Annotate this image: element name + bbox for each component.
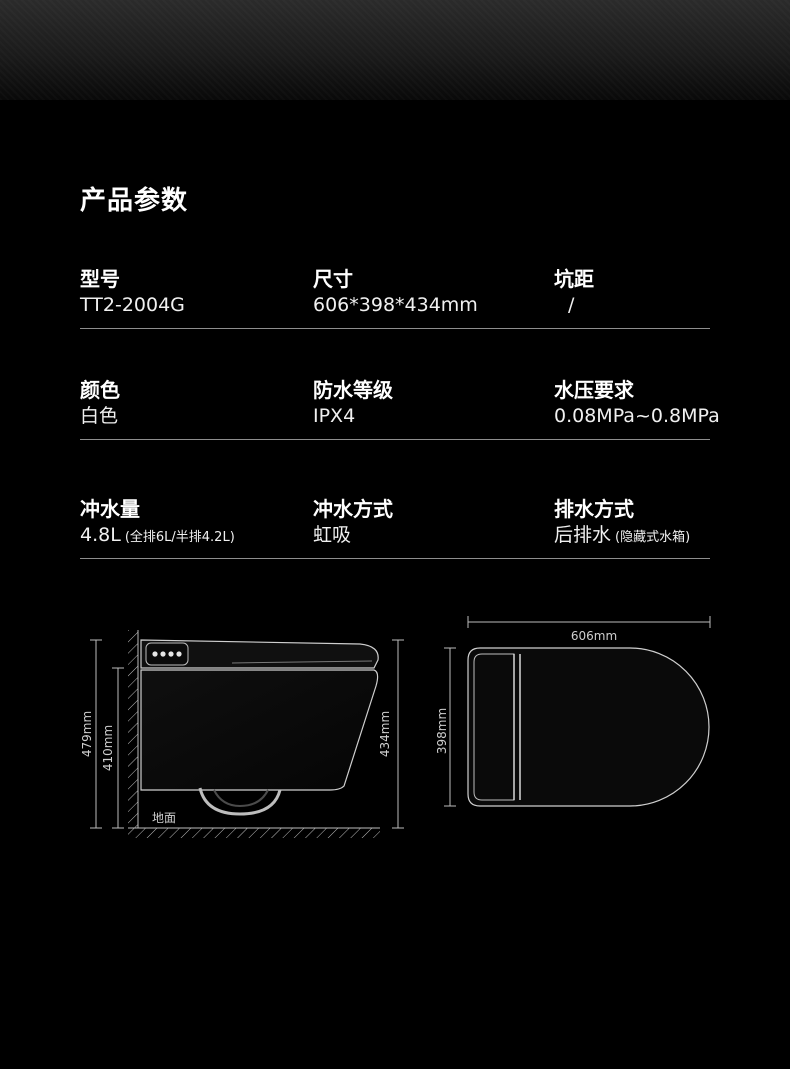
spec-row-3: 冲水量 4.8L(全排6L/半排4.2L) 冲水方式 虹吸 排水方式 后排水(隐… <box>80 496 710 559</box>
bowl-body <box>140 669 379 791</box>
spec-value: 白色 <box>80 405 119 427</box>
indicator-dot-icon <box>160 651 166 657</box>
spec-label: 坑距 <box>554 267 594 291</box>
floor-hatch <box>128 828 380 838</box>
spec-color: 颜色 白色 <box>80 377 310 432</box>
spec-label: 水压要求 <box>554 378 634 402</box>
dim-label-606: 606mm <box>571 629 617 643</box>
tank-lid <box>473 653 515 801</box>
indicator-dot-icon <box>168 651 174 657</box>
side-view: 地面 479mm 410mm 434mm <box>80 630 404 838</box>
toilet-outline <box>467 647 710 807</box>
dim-label-410: 410mm <box>101 725 115 771</box>
indicator-dot-icon <box>176 651 182 657</box>
spec-flush-method: 冲水方式 虹吸 <box>313 496 543 551</box>
spec-rough-in: 坑距 / <box>554 266 784 321</box>
seat-seam <box>231 660 373 664</box>
dim-label-398: 398mm <box>435 708 449 754</box>
spec-label: 冲水方式 <box>313 497 393 521</box>
wall-hatch <box>128 630 138 828</box>
trap-curve <box>198 787 282 816</box>
spec-label: 排水方式 <box>554 497 634 521</box>
spec-model: 型号 TT2-2004G <box>80 266 310 321</box>
control-panel <box>145 642 189 666</box>
spec-value: TT2-2004G <box>80 294 185 316</box>
spec-flush-volume: 冲水量 4.8L(全排6L/半排4.2L) <box>80 496 310 551</box>
dim-label-479: 479mm <box>80 711 94 757</box>
spec-waterproof: 防水等级 IPX4 <box>313 377 543 432</box>
spec-size: 尺寸 606*398*434mm <box>313 266 543 321</box>
seat-unit <box>140 639 379 669</box>
trap-inner <box>213 789 269 808</box>
spec-drain-method: 排水方式 后排水(隐藏式水箱) <box>554 496 784 551</box>
top-texture-band <box>0 0 790 100</box>
spec-label: 型号 <box>80 267 120 291</box>
spec-value: / <box>568 294 575 316</box>
section-title: 产品参数 <box>80 186 189 216</box>
spec-label: 颜色 <box>80 378 120 402</box>
spec-value: IPX4 <box>313 405 356 427</box>
dimension-drawings: 地面 479mm 410mm 434mm 606mm <box>80 616 711 838</box>
spec-value: 4.8L(全排6L/半排4.2L) <box>80 524 235 546</box>
spec-label: 防水等级 <box>313 378 393 402</box>
spec-water-pressure: 水压要求 0.08MPa~0.8MPa <box>554 377 784 432</box>
spec-row-1: 型号 TT2-2004G 尺寸 606*398*434mm 坑距 / <box>80 266 710 329</box>
dim-label-434: 434mm <box>378 711 392 757</box>
floor-label: 地面 <box>152 811 176 825</box>
spec-value: 虹吸 <box>313 524 352 546</box>
spec-row-2: 颜色 白色 防水等级 IPX4 水压要求 0.08MPa~0.8MPa <box>80 377 720 440</box>
spec-value: 606*398*434mm <box>313 294 478 316</box>
spec-value: 后排水(隐藏式水箱) <box>554 524 691 546</box>
spec-label: 冲水量 <box>80 497 140 521</box>
top-view: 606mm 398mm <box>435 616 711 807</box>
spec-label: 尺寸 <box>313 267 353 291</box>
indicator-dot-icon <box>152 651 158 657</box>
spec-value: 0.08MPa~0.8MPa <box>554 405 720 427</box>
